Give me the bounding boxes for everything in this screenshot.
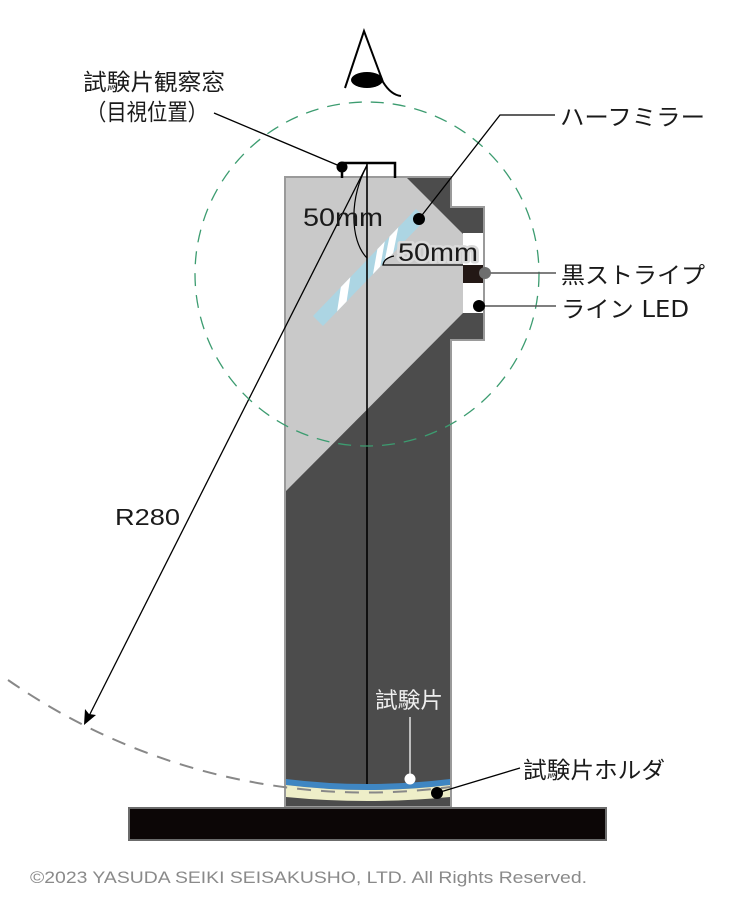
eye-icon (344, 27, 402, 97)
mirror-reflection-stripes (337, 224, 399, 312)
observation-window-sublabel: （目視位置） (86, 100, 208, 126)
test-piece-holder-label: 試験片ホルダ (523, 758, 665, 784)
arrow-head-icon (84, 709, 96, 725)
base-plate (128, 807, 607, 841)
black-stripe (463, 265, 483, 283)
test-piece-dot (404, 773, 416, 785)
view-region-circle (194, 101, 540, 447)
half-mirror-label: ハーフミラー (560, 105, 705, 131)
housing-light-region (286, 178, 463, 491)
black-stripe-dot (479, 267, 491, 279)
half-mirror-leader (418, 114, 555, 220)
dimension-arc-vertical (353, 165, 368, 259)
radius-label: R280 (115, 504, 180, 530)
observation-window-label: 試験片観察窓 (83, 70, 225, 96)
test-piece-label: 試験片 (375, 689, 443, 714)
observation-window-leader (213, 112, 343, 168)
radius-line (88, 164, 368, 717)
line-led-dot (473, 300, 485, 312)
test-piece-holder-dot (431, 787, 443, 799)
horizontal-dimension-label: 50mm (398, 239, 478, 267)
test-piece (286, 779, 450, 790)
black-stripe-label: 黒ストライプ (561, 263, 705, 289)
copyright-notice: ©2023 YASUDA SEIKI SEISAKUSHO, LTD. All … (30, 868, 587, 887)
vertical-dimension-label: 50mm (303, 204, 383, 232)
half-mirror-dot (413, 213, 425, 225)
test-piece-holder-leader (436, 767, 521, 794)
dimension-line-horizontal (382, 255, 463, 266)
test-piece-holder (286, 785, 450, 801)
line-led-label: ライン LED (561, 297, 689, 323)
observation-window-dot (336, 161, 348, 173)
